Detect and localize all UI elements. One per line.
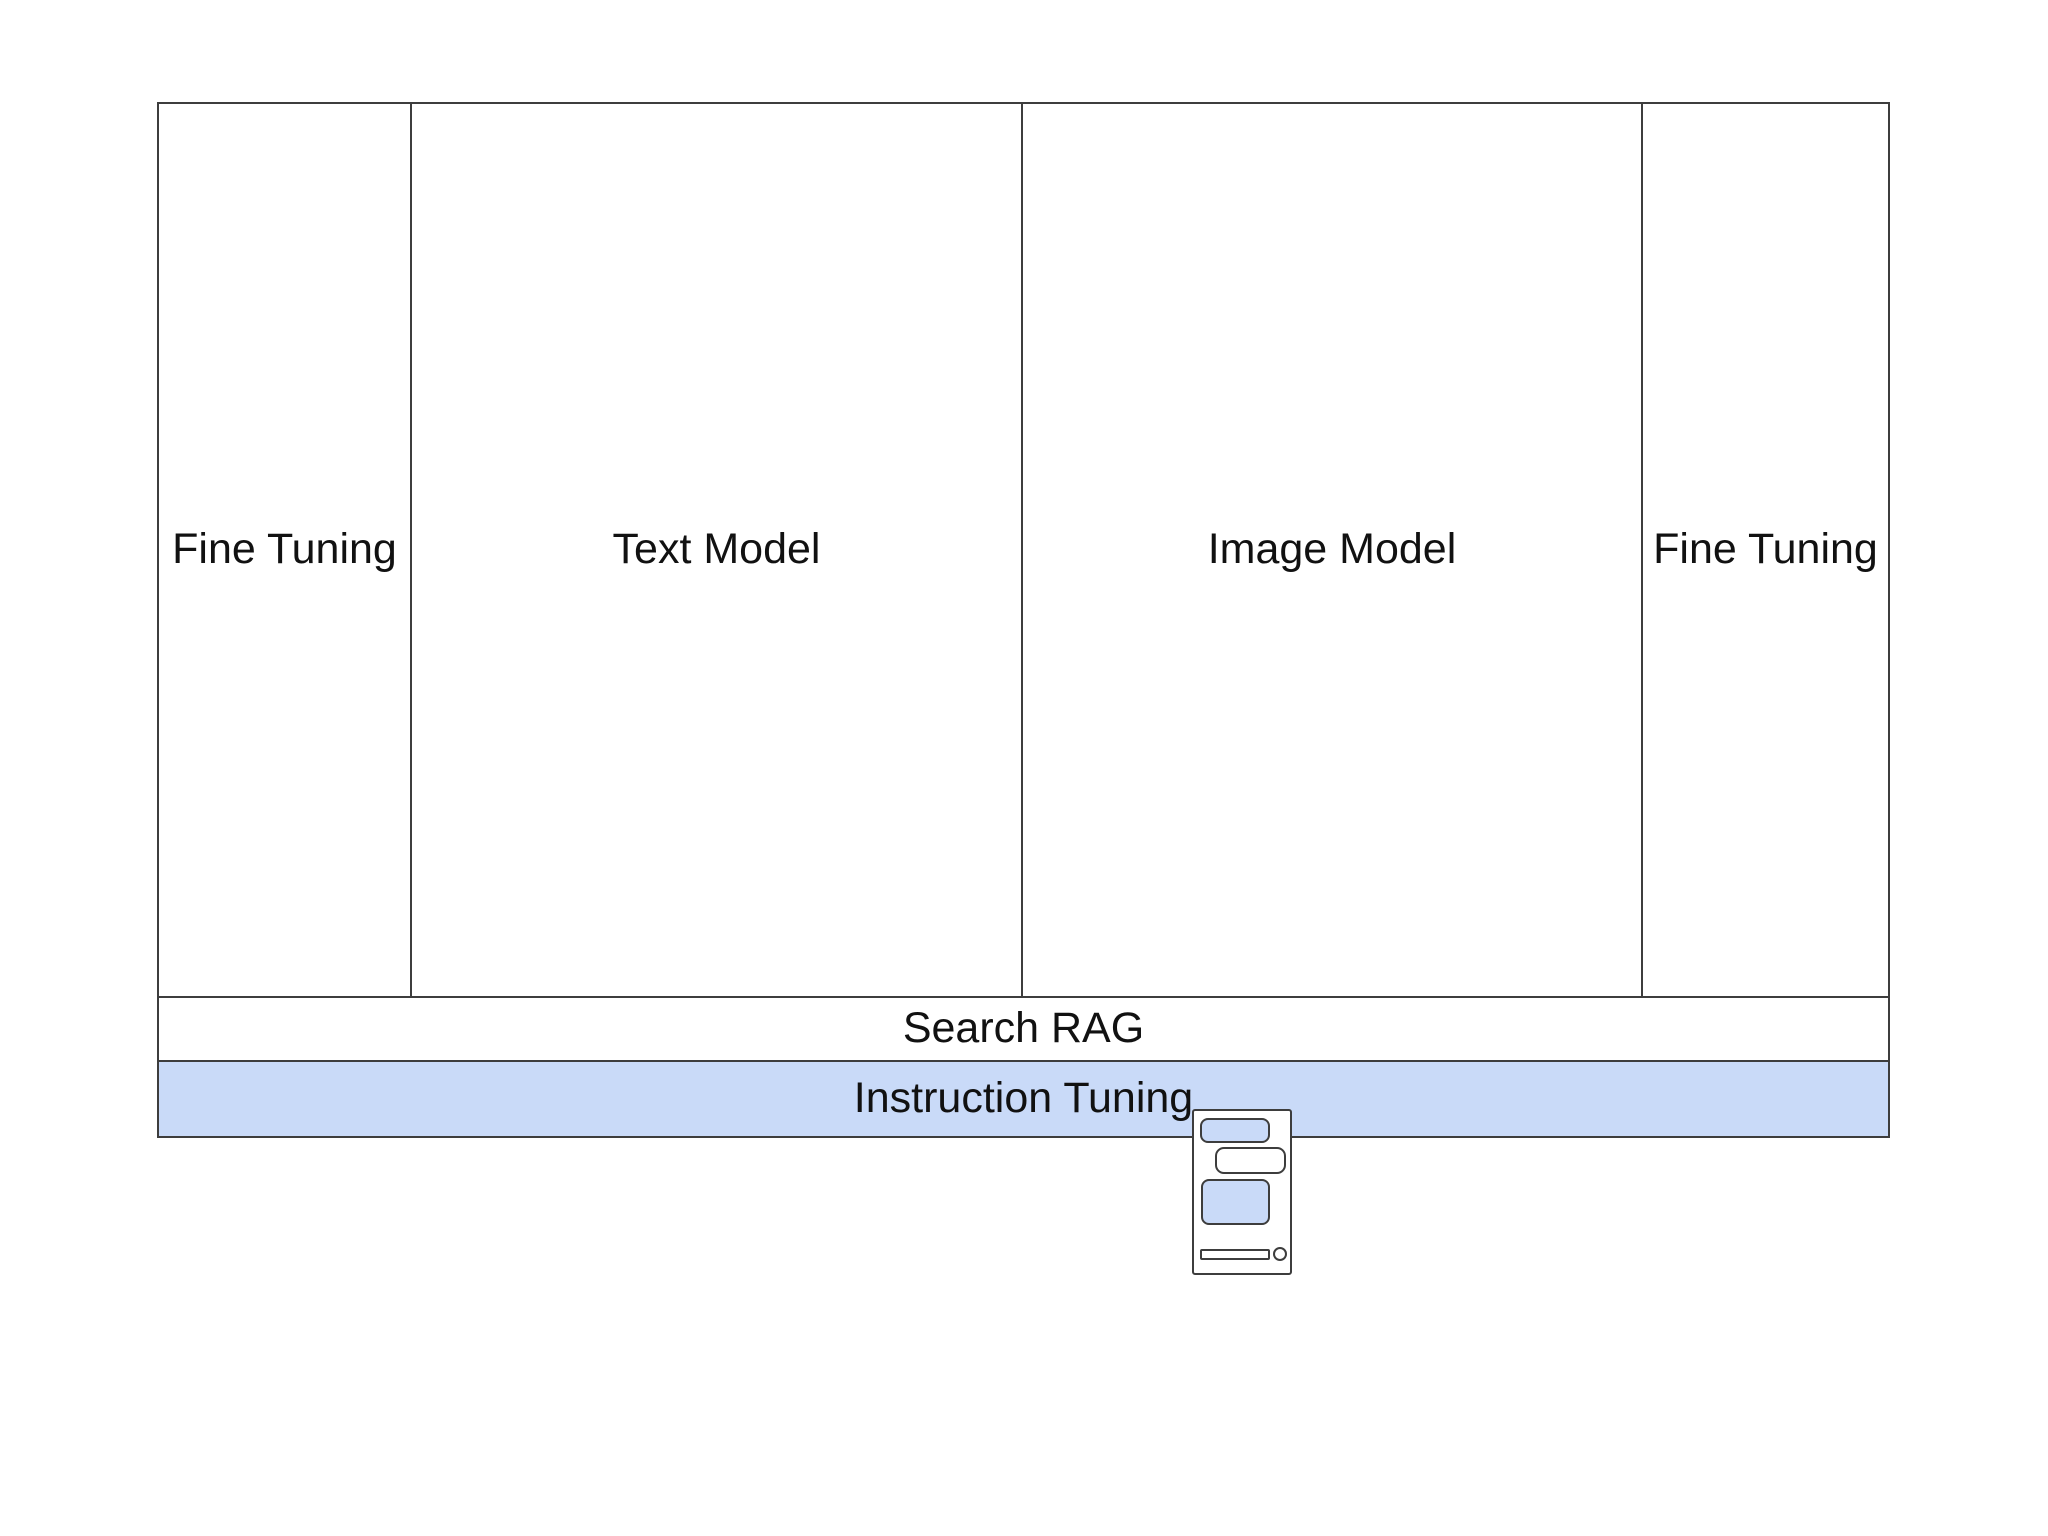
box-fine-tuning-left: Fine Tuning: [159, 104, 410, 996]
box-image-model-label: Image Model: [1207, 525, 1457, 574]
send-circle-icon: [1273, 1247, 1287, 1261]
chat-bubble-icon: [1200, 1118, 1270, 1143]
chat-bubble-icon: [1201, 1179, 1270, 1225]
box-search-rag: Search RAG: [159, 996, 1888, 1060]
box-instruction-tuning-label: Instruction Tuning: [853, 1074, 1194, 1123]
diagram-frame: Fine Tuning Text Model Image Model Fine …: [157, 102, 1890, 1138]
model-columns-row: Fine Tuning Text Model Image Model Fine …: [159, 104, 1888, 996]
box-fine-tuning-right: Fine Tuning: [1641, 104, 1888, 996]
box-text-model-label: Text Model: [612, 525, 821, 574]
mobile-chat-icon: [1192, 1109, 1292, 1275]
box-fine-tuning-left-label: Fine Tuning: [172, 525, 397, 574]
box-image-model: Image Model: [1021, 104, 1641, 996]
chat-bubble-icon: [1215, 1147, 1286, 1174]
box-fine-tuning-right-label: Fine Tuning: [1653, 525, 1878, 574]
box-instruction-tuning: Instruction Tuning: [159, 1060, 1888, 1136]
box-text-model: Text Model: [410, 104, 1021, 996]
message-input-bar-icon: [1200, 1249, 1270, 1260]
box-search-rag-label: Search RAG: [902, 1004, 1145, 1053]
